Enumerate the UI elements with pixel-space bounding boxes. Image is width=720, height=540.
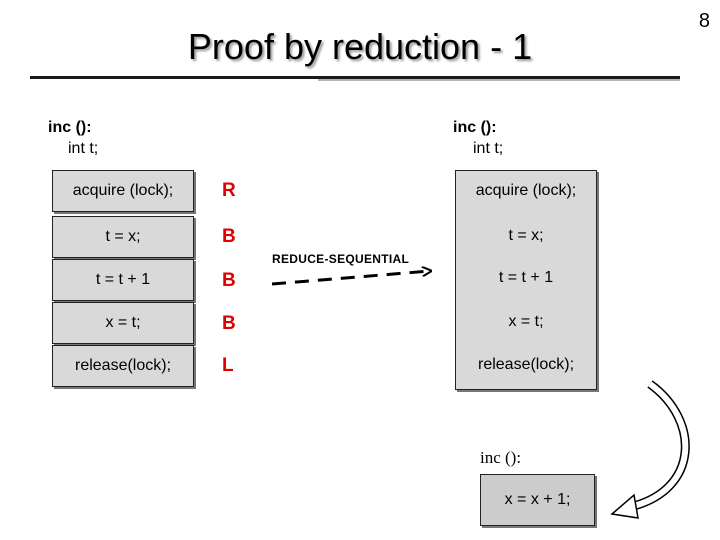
slide-title: Proof by reduction - 1 [187, 26, 533, 67]
title-rule [30, 76, 680, 79]
title-rule-shadow [318, 79, 680, 81]
left-statement-read: t = x; [52, 216, 194, 258]
mover-tag-left: L [222, 355, 234, 376]
result-statement-text: x = x + 1; [504, 491, 571, 508]
left-statement-write: x = t; [52, 302, 194, 344]
right-sequential-block [455, 170, 597, 390]
curved-result-arrow [610, 380, 690, 519]
right-statement-write: x = t; [508, 313, 544, 330]
right-statement-acquire: acquire (lock); [475, 182, 577, 199]
left-statement-text: t = t + 1 [95, 271, 151, 288]
mover-tag-both: B [222, 270, 236, 291]
mover-tag-both: B [222, 313, 236, 334]
left-statement-release: release(lock); [52, 345, 194, 387]
left-statement-text: acquire (lock); [72, 182, 174, 199]
right-variable-decl: int t; [473, 140, 504, 157]
result-function-header: inc (): [480, 448, 522, 467]
slide-number: 8 [698, 10, 710, 32]
left-variable-decl: int t; [68, 140, 99, 157]
reduce-sequential-arrow [271, 271, 430, 286]
left-statement-text: x = t; [105, 314, 141, 331]
right-statement-increment: t = t + 1 [498, 269, 554, 286]
left-function-header: inc (): [48, 119, 92, 136]
mover-tag-both: B [222, 226, 236, 247]
right-function-header: inc (): [453, 119, 497, 136]
left-statement-text: t = x; [105, 228, 141, 245]
result-atomic-statement: x = x + 1; [480, 474, 595, 526]
right-statement-read: t = x; [508, 227, 544, 244]
mover-tag-right: R [222, 180, 236, 201]
left-statement-text: release(lock); [74, 357, 172, 374]
right-statement-release: release(lock); [477, 356, 575, 373]
left-statement-acquire: acquire (lock); [52, 170, 194, 212]
reduce-sequential-label: REDUCE-SEQUENTIAL [272, 252, 410, 266]
left-statement-increment: t = t + 1 [52, 259, 194, 301]
